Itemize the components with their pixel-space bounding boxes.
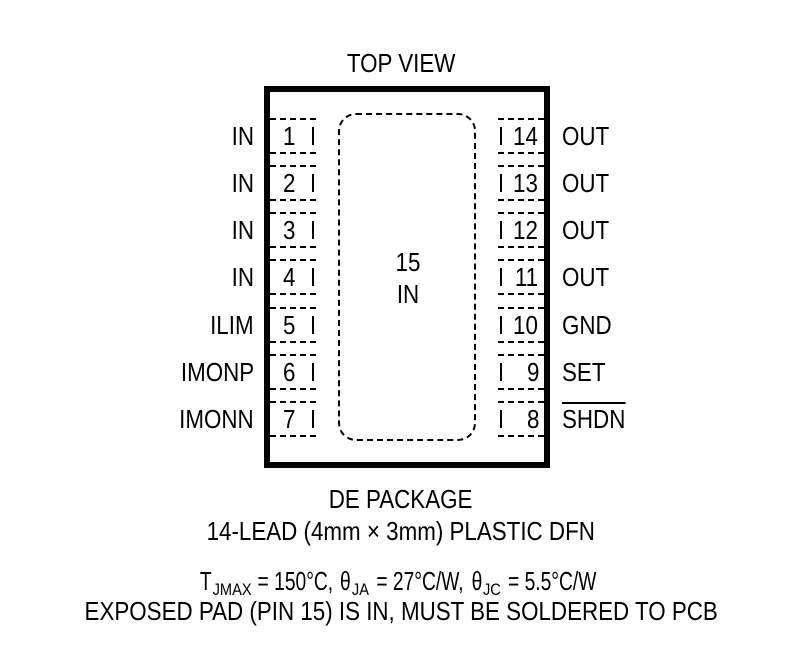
exposed-pad-number: 15: [395, 247, 421, 277]
pin-2-label: IN: [231, 168, 254, 198]
thermal-specs: TJMAX = 150°C, θJA = 27°C/W, θJC = 5.5°C…: [199, 566, 597, 599]
exposed-pad-label: 15 IN: [370, 246, 446, 310]
pin-9-label: SET: [562, 357, 606, 387]
pin-4-label: IN: [231, 262, 254, 292]
pin-14-label: OUT: [562, 121, 610, 151]
pin-2: 2: [270, 165, 316, 201]
pin-11-label: OUT: [562, 262, 610, 292]
pin-10-label: GND: [562, 310, 612, 340]
pin-4: 4: [270, 259, 316, 295]
pin-1: 1: [270, 118, 316, 154]
exposed-pad-note: EXPOSED PAD (PIN 15) IS IN, MUST BE SOLD…: [84, 596, 718, 626]
pin-14: 14: [498, 118, 544, 154]
pin-8-label: SHDN: [562, 402, 626, 434]
pin-12: 12: [498, 212, 544, 248]
pin-10: 10: [498, 307, 544, 343]
pin-1-label: IN: [231, 121, 254, 151]
pin-9: 9: [498, 354, 544, 390]
pin-7: 7: [270, 401, 316, 437]
pin-13-label: OUT: [562, 168, 610, 198]
exposed-pad-outline: [338, 113, 476, 441]
pin-12-label: OUT: [562, 215, 610, 245]
package-outline: [264, 86, 550, 468]
package-description: 14-LEAD (4mm × 3mm) PLASTIC DFN: [206, 516, 596, 546]
exposed-pad-name: IN: [396, 279, 420, 309]
pin-7-label: IMONN: [179, 404, 254, 434]
diagram-title: TOP VIEW: [346, 48, 456, 78]
package-name: DE PACKAGE: [329, 484, 473, 514]
pin-3: 3: [270, 212, 316, 248]
pin-6-label: IMONP: [180, 357, 254, 387]
pin-5: 5: [270, 307, 316, 343]
pin-11: 11: [498, 259, 544, 295]
pin-13: 13: [498, 165, 544, 201]
pin-8: 8: [498, 401, 544, 437]
pin-6: 6: [270, 354, 316, 390]
pin-5-label: ILIM: [210, 310, 254, 340]
pin-3-label: IN: [231, 215, 254, 245]
